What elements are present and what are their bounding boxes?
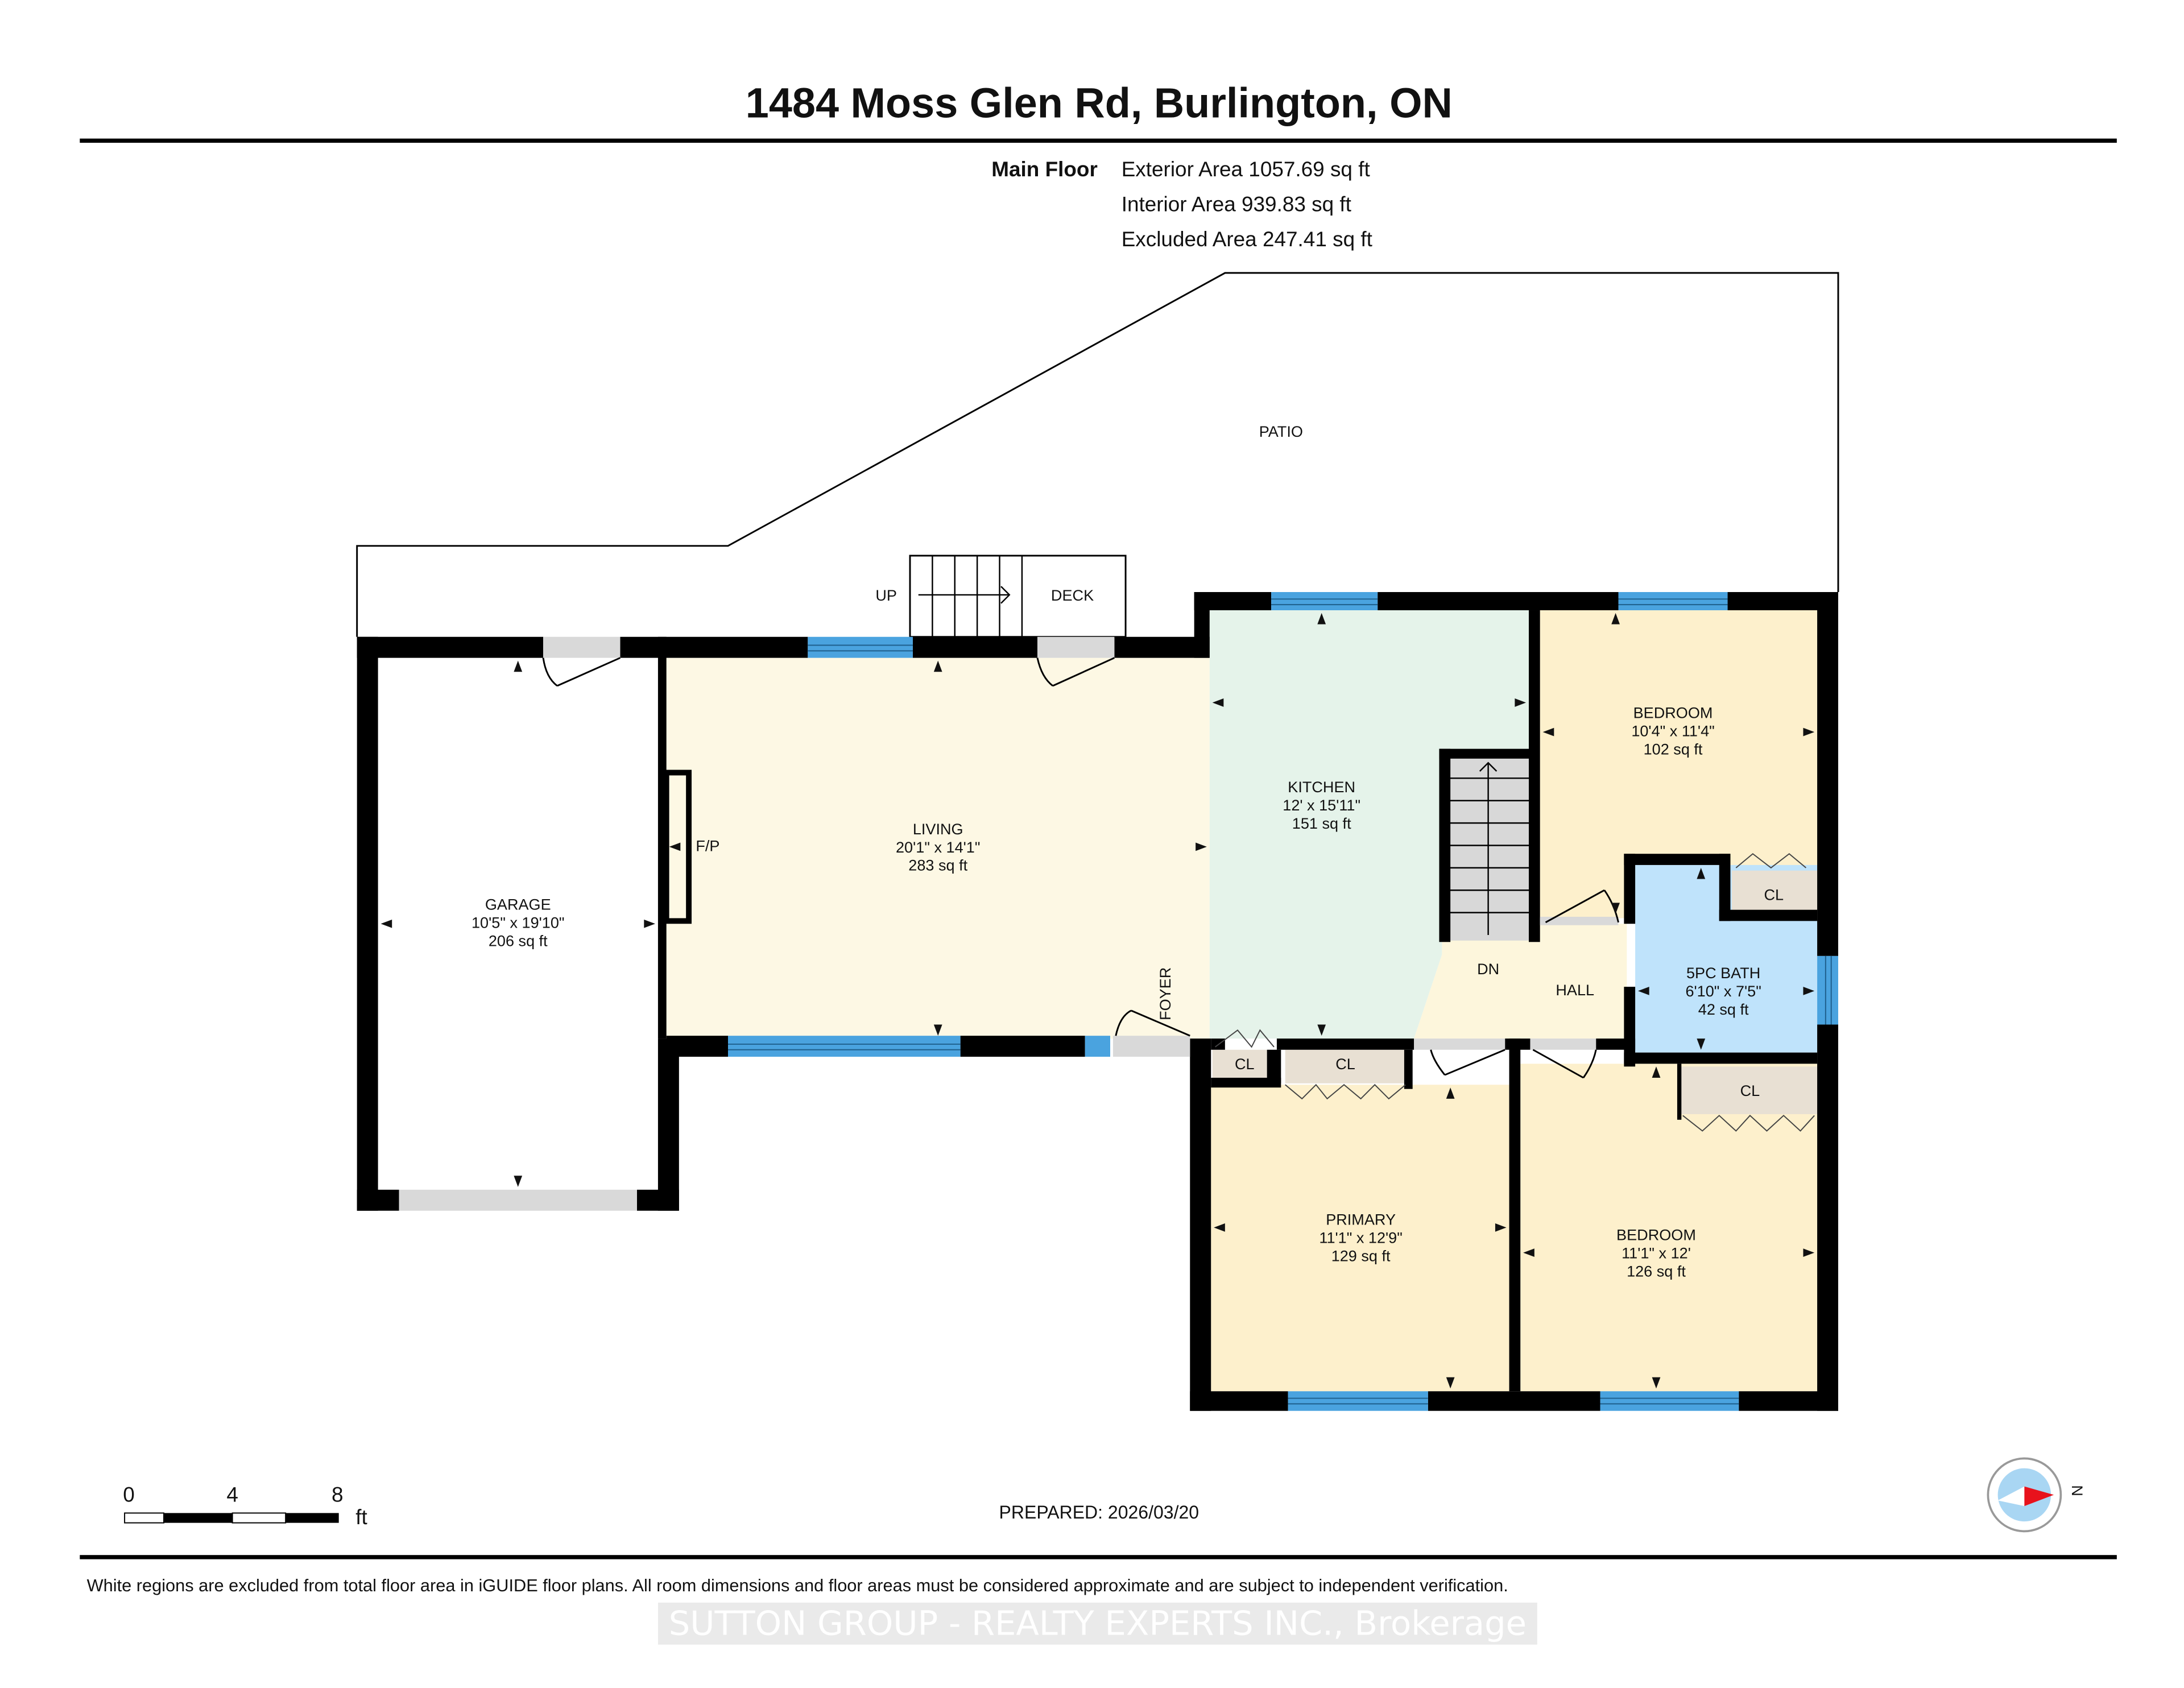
bedroom-1-name: BEDROOM xyxy=(1633,704,1713,722)
walls xyxy=(357,592,1838,1411)
bath-area: 42 sq ft xyxy=(1698,1000,1749,1018)
living-area: 283 sq ft xyxy=(908,857,967,874)
exterior-area: Exterior Area 1057.69 sq ft xyxy=(1122,158,1370,181)
prepared-date: PREPARED: 2026/03/20 xyxy=(999,1502,1199,1522)
living-dims: 20'1" x 14'1" xyxy=(896,838,980,856)
kitchen-dims: 12' x 15'11" xyxy=(1283,796,1360,814)
kitchen-area: 151 sq ft xyxy=(1292,814,1351,832)
living-floor xyxy=(666,657,1210,1039)
dimension-markers xyxy=(380,613,1815,1389)
foyer-label: FOYER xyxy=(1156,967,1174,1020)
closet-4-floor xyxy=(1680,1066,1818,1114)
bedroom-2-dims: 11'1" x 12' xyxy=(1622,1244,1691,1261)
windows xyxy=(728,592,1838,1411)
compass-north-label: N xyxy=(2069,1485,2086,1496)
bedroom-2-name: BEDROOM xyxy=(1616,1226,1696,1243)
stair-treads xyxy=(1447,762,1529,935)
primary-dims: 11'1" x 12'9" xyxy=(1319,1228,1402,1246)
closet-2-floor xyxy=(1285,1049,1409,1083)
footer-divider xyxy=(80,1555,2117,1559)
hall-floor xyxy=(1414,924,1627,1039)
garage-dims: 10'5" x 19'10" xyxy=(471,914,565,932)
closet-label-primary: CL xyxy=(1335,1055,1355,1073)
bedroom-1-area: 102 sq ft xyxy=(1644,740,1703,758)
closet-bifold-doors xyxy=(1215,853,1815,1132)
floor-label: Main Floor xyxy=(991,158,1098,181)
closet-label-foyer: CL xyxy=(1235,1055,1255,1073)
patio-label: PATIO xyxy=(1259,423,1303,440)
primary-floor xyxy=(1211,1085,1509,1392)
disclaimer-text: White regions are excluded from total fl… xyxy=(87,1575,1508,1595)
bedroom-2-area: 126 sq ft xyxy=(1627,1262,1686,1280)
scale-tick-0: 0 xyxy=(123,1483,135,1507)
scale-bar: 0 4 8 ft xyxy=(123,1483,367,1529)
garage-area: 206 sq ft xyxy=(489,932,548,950)
watermark: SUTTON GROUP - REALTY EXPERTS INC., Brok… xyxy=(669,1603,1527,1643)
excluded-area: Excluded Area 247.41 sq ft xyxy=(1122,227,1372,251)
stairs-up-label: UP xyxy=(875,586,897,604)
deck-label: DECK xyxy=(1051,586,1094,604)
scale-tick-8: 8 xyxy=(332,1483,344,1507)
kitchen-name: KITCHEN xyxy=(1288,778,1355,796)
stairs-down-label: DN xyxy=(1477,960,1499,978)
closet-label-bath: CL xyxy=(1764,886,1784,903)
header-divider xyxy=(80,138,2117,143)
patio-outline xyxy=(356,272,1839,637)
room-labels: GARAGE 10'5" x 19'10" 206 sq ft LIVING 2… xyxy=(471,704,1784,1280)
bedroom-2-floor xyxy=(1520,1064,1818,1392)
closet-label-bedroom-2: CL xyxy=(1740,1082,1760,1099)
garage-floor xyxy=(378,657,658,1190)
scale-tick-4: 4 xyxy=(226,1483,238,1507)
primary-area: 129 sq ft xyxy=(1331,1247,1391,1264)
living-name: LIVING xyxy=(913,820,963,838)
garage-name: GARAGE xyxy=(485,896,551,913)
primary-name: PRIMARY xyxy=(1326,1210,1396,1228)
watermark-bg xyxy=(657,1602,1537,1645)
deck-stairs xyxy=(918,556,1023,637)
bedroom-1-dims: 10'4" x 11'4" xyxy=(1631,722,1714,740)
scale-unit: ft xyxy=(355,1505,367,1529)
hall-label: HALL xyxy=(1556,981,1594,999)
fireplace xyxy=(663,769,692,924)
page-title: 1484 Moss Glen Rd, Burlington, ON xyxy=(746,80,1453,127)
bath-name: 5PC BATH xyxy=(1686,964,1760,982)
interior-area: Interior Area 939.83 sq ft xyxy=(1122,193,1351,216)
compass-icon xyxy=(1987,1457,2062,1533)
fireplace-label: F/P xyxy=(696,837,719,854)
kitchen-floor xyxy=(1209,610,1529,1039)
door-openings xyxy=(399,636,1619,1211)
bath-dims: 6'10" x 7'5" xyxy=(1685,982,1761,1000)
